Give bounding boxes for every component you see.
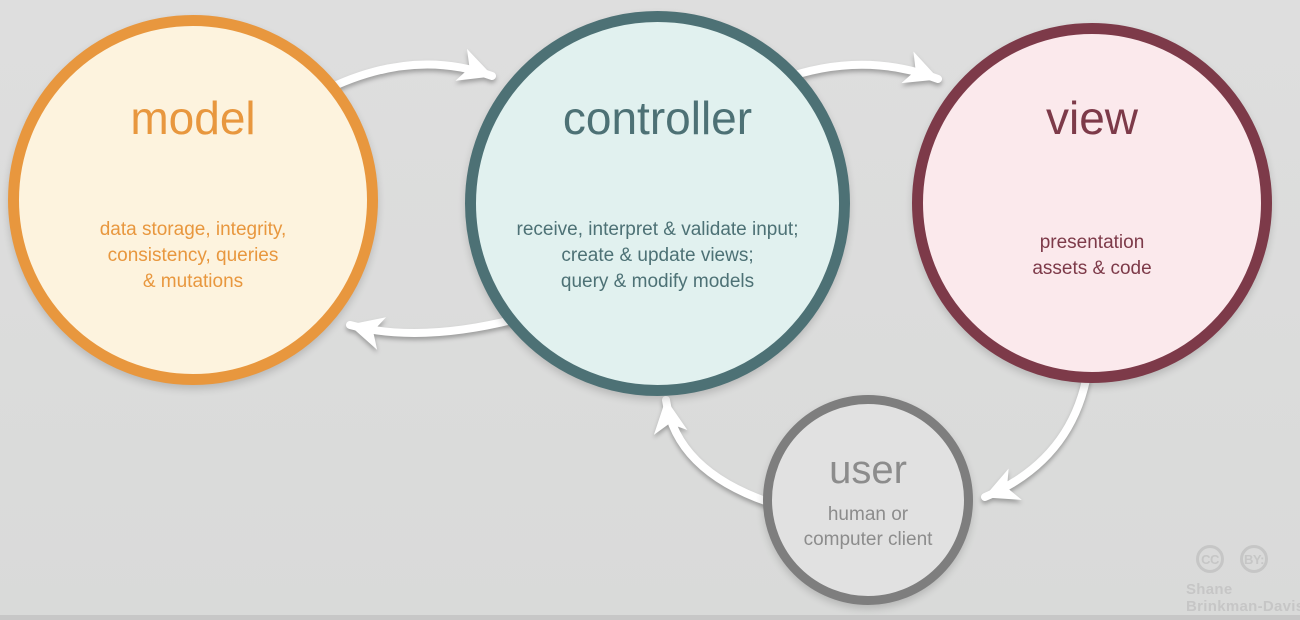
- controller-description-line: query & modify models: [560, 271, 755, 292]
- user-description: human or computer client: [772, 502, 964, 552]
- author-name-line: Shane: [1186, 581, 1233, 598]
- model-description-line: data storage, integrity,: [99, 219, 287, 240]
- model-title: model: [130, 92, 256, 144]
- user-node: user human or computer client: [763, 395, 973, 605]
- license-attribution: CC BY: Shane Brinkman-Davis: [1186, 545, 1300, 616]
- controller-description-line: create & update views;: [561, 245, 754, 266]
- author-name-line: Brinkman-Davis: [1186, 598, 1300, 616]
- controller-description: receive, interpret & validate input; cre…: [476, 217, 839, 295]
- user-description-line: human or: [827, 504, 909, 525]
- arrow-view-to-user: [981, 376, 1090, 501]
- cc-icon-label: CC: [1201, 551, 1219, 567]
- arrow-controller-to-model: [346, 314, 524, 350]
- cc-by-icon: BY:: [1240, 545, 1268, 573]
- view-description-line: assets & code: [1032, 258, 1152, 279]
- view-description: presentation assets & code: [923, 230, 1261, 282]
- author-name: Shane Brinkman-Davis: [1186, 581, 1300, 616]
- controller-node: controller receive, interpret & validate…: [465, 11, 850, 396]
- view-node: view presentation assets & code: [912, 23, 1272, 383]
- model-description: data storage, integrity, consistency, qu…: [19, 217, 367, 295]
- arrow-model-to-controller: [326, 48, 496, 92]
- user-title: user: [829, 448, 907, 492]
- controller-description-line: receive, interpret & validate input;: [516, 219, 799, 240]
- view-title: view: [1045, 92, 1139, 144]
- arrow-user-to-controller: [653, 396, 772, 506]
- user-description-line: computer client: [803, 529, 933, 550]
- model-description-line: & mutations: [142, 271, 244, 292]
- cc-icon: CC: [1196, 545, 1224, 573]
- model-node: model data storage, integrity, consisten…: [8, 15, 378, 385]
- model-description-line: consistency, queries: [107, 245, 279, 266]
- cc-license-badges: CC BY:: [1196, 545, 1300, 573]
- controller-title: controller: [562, 92, 753, 144]
- view-description-line: presentation: [1039, 232, 1145, 253]
- cc-by-icon-label: BY:: [1244, 551, 1264, 567]
- slide-bottom-edge: [0, 615, 1300, 620]
